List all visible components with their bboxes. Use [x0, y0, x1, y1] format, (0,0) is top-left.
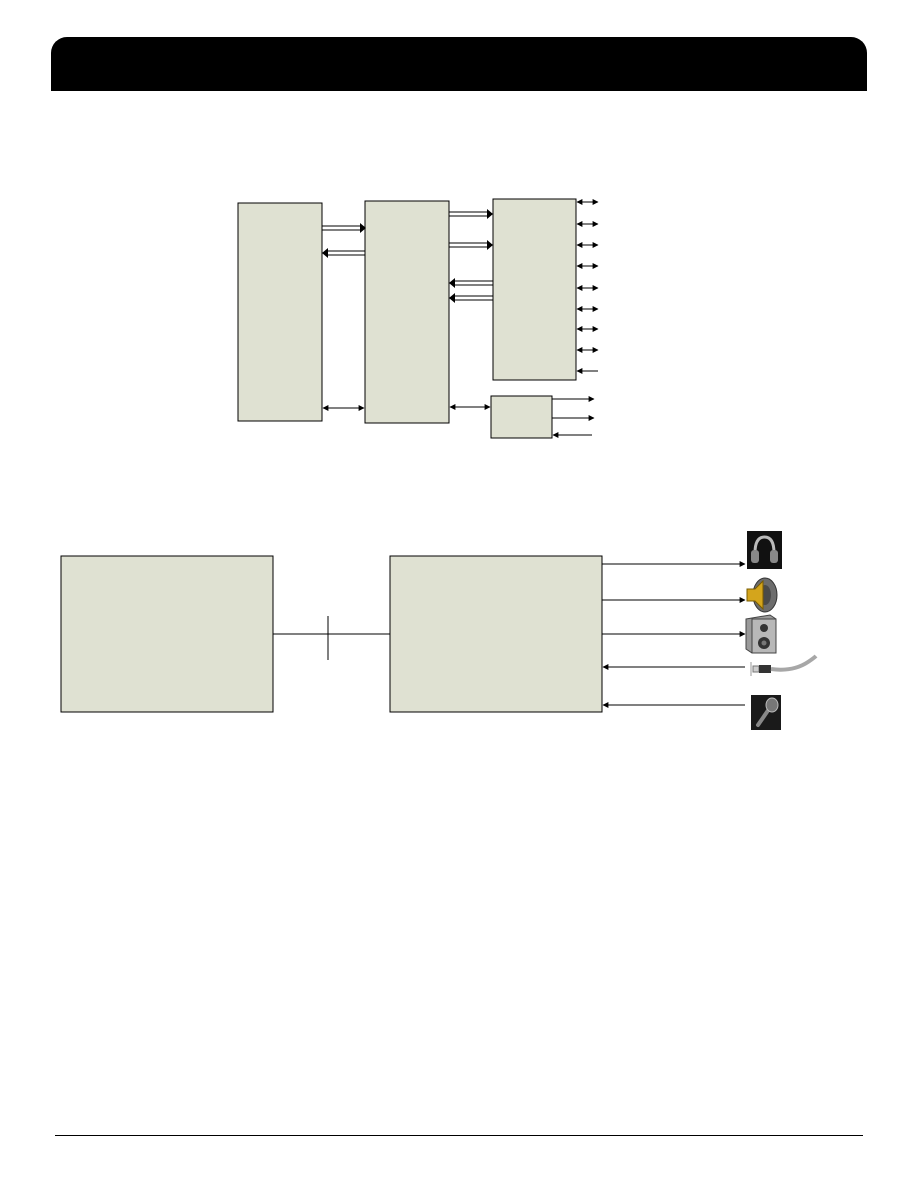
microphone-icon — [751, 695, 781, 730]
bus-right-to-middle-2 — [449, 293, 493, 303]
bus-middle-to-left — [322, 248, 365, 258]
bus-middle-to-right-2 — [449, 240, 493, 250]
block-codec — [389, 555, 603, 713]
footer-rule — [55, 1135, 863, 1136]
bus-middle-to-right-1 — [449, 209, 493, 219]
top-diagram — [237, 198, 599, 439]
block-left — [237, 202, 323, 422]
block-host — [60, 555, 274, 713]
right-top-pins — [576, 199, 599, 374]
loudspeaker-cabinet-icon — [745, 614, 777, 654]
block-right-bottom — [490, 395, 553, 439]
speaker-icon — [746, 577, 778, 613]
headphones-icon — [747, 531, 782, 569]
audio-jack-cable-icon — [750, 654, 818, 676]
bus-left-to-middle — [322, 223, 366, 233]
right-bottom-pins — [552, 396, 595, 438]
bottom-diagram — [60, 531, 818, 730]
header-bar — [51, 37, 867, 91]
bus-right-to-middle-1 — [449, 278, 493, 288]
block-right-top — [492, 198, 577, 381]
block-middle — [364, 200, 450, 424]
